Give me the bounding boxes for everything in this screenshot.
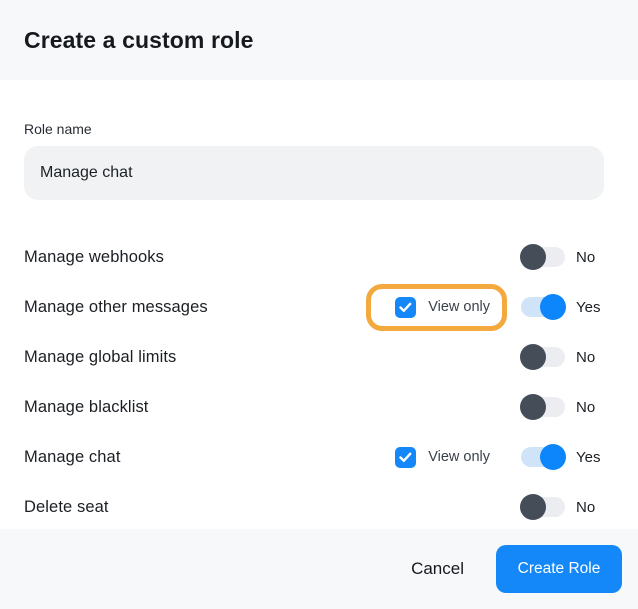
role-name-label: Role name (24, 121, 92, 137)
create-role-button[interactable]: Create Role (496, 545, 622, 593)
permission-label: Manage blacklist (24, 397, 149, 416)
permission-toggle[interactable] (520, 244, 566, 270)
toggle-knob (520, 494, 546, 520)
view-only-group: View only (395, 446, 490, 468)
permission-toggle[interactable] (520, 294, 566, 320)
toggle-state-label: No (576, 248, 596, 266)
checkmark-icon (399, 302, 412, 312)
permission-label: Manage other messages (24, 297, 208, 316)
toggle-state-label: No (576, 398, 596, 416)
permission-label: Manage webhooks (24, 247, 165, 266)
toggle-knob (520, 394, 546, 420)
permission-row: Manage global limits No (24, 332, 604, 382)
permission-row: Delete seat No (24, 482, 604, 532)
permission-toggle[interactable] (520, 444, 566, 470)
view-only-group: View only (366, 283, 507, 331)
permissions-list: Manage webhooks No Manage other messages… (24, 232, 604, 532)
permission-label: Manage global limits (24, 347, 177, 366)
view-only-checkbox[interactable] (395, 446, 417, 468)
permission-label: Manage chat (24, 447, 121, 466)
permission-row: Manage blacklist No (24, 382, 604, 432)
permission-toggle[interactable] (520, 344, 566, 370)
permission-row: Manage chat View only Yes (24, 432, 604, 482)
permission-label: Delete seat (24, 497, 109, 516)
toggle-knob (540, 444, 566, 470)
permission-row: Manage webhooks No (24, 232, 604, 282)
view-only-label: View only (428, 449, 490, 465)
view-only-checkbox[interactable] (395, 296, 417, 318)
permission-controls: View only Yes (366, 283, 604, 331)
permission-controls: View only Yes (395, 444, 604, 470)
dialog-footer: Cancel Create Role (0, 529, 638, 609)
permission-toggle[interactable] (520, 494, 566, 520)
permission-controls: No (520, 344, 604, 370)
permission-row: Manage other messages View only Yes (24, 282, 604, 332)
role-name-field: Role name (24, 121, 604, 200)
toggle-knob (520, 344, 546, 370)
permission-controls: No (520, 394, 604, 420)
toggle-knob (540, 294, 566, 320)
toggle-state-label: No (576, 348, 596, 366)
toggle-knob (520, 244, 546, 270)
view-only-label: View only (428, 299, 490, 315)
permission-toggle[interactable] (520, 394, 566, 420)
dialog-header: Create a custom role (0, 0, 638, 80)
dialog-title: Create a custom role (24, 26, 254, 53)
toggle-state-label: No (576, 498, 596, 516)
cancel-button[interactable]: Cancel (411, 559, 464, 578)
permission-controls: No (520, 244, 604, 270)
dialog-body: Role name Manage webhooks No Manage othe… (0, 121, 638, 532)
role-name-input[interactable] (24, 146, 604, 200)
toggle-state-label: Yes (576, 448, 601, 466)
checkmark-icon (399, 452, 412, 462)
permission-controls: No (520, 494, 604, 520)
toggle-state-label: Yes (576, 298, 601, 316)
